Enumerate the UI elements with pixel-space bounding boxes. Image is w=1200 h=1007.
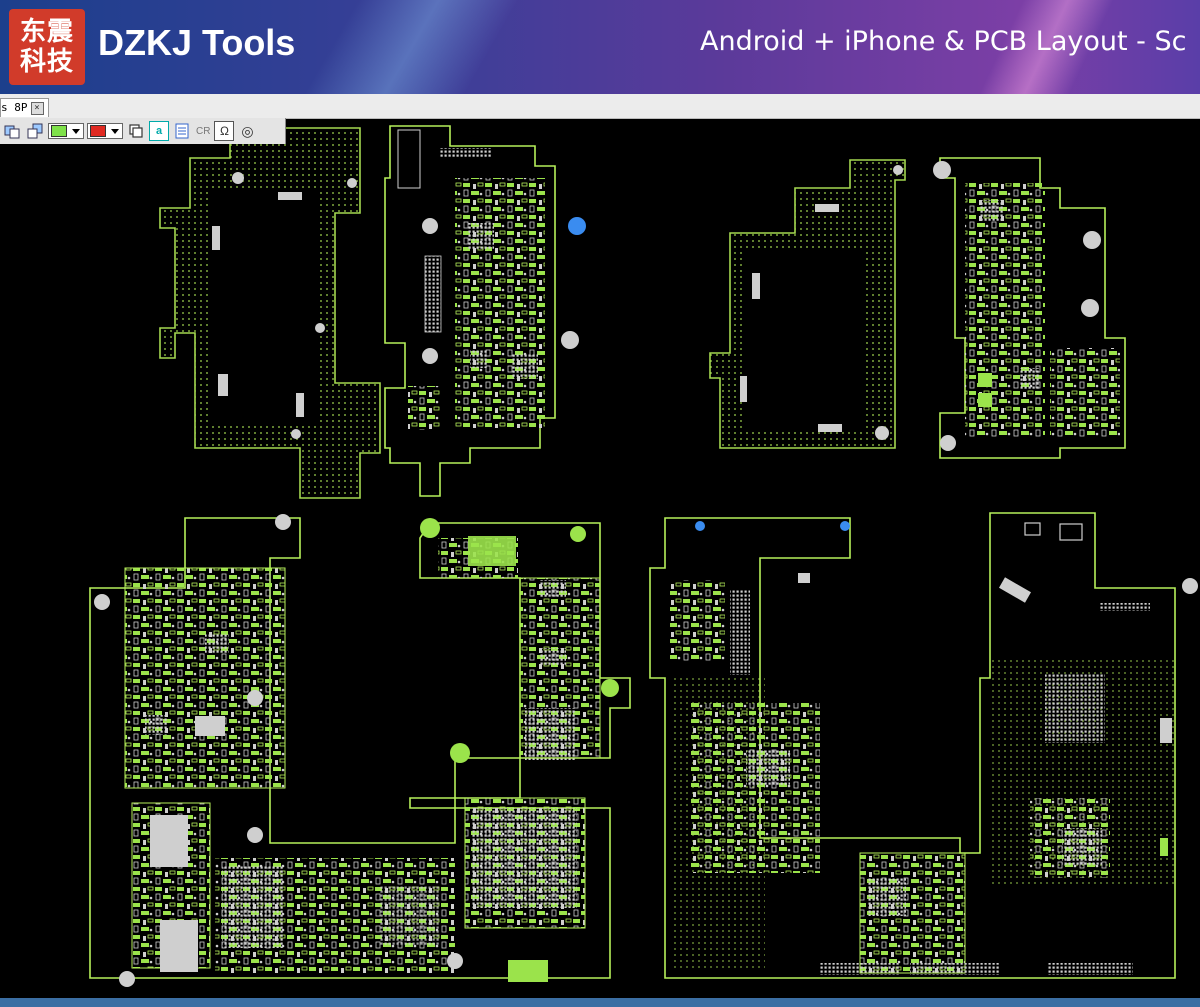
fill-color-picker[interactable] xyxy=(87,123,123,139)
layer-flip-icon[interactable] xyxy=(2,121,22,141)
status-bar xyxy=(0,998,1200,1007)
layer-swap-icon[interactable] xyxy=(25,121,45,141)
layer-toolbar: a CR Ω ◎ xyxy=(0,118,286,144)
app-banner: 东震 科技 DZKJ Tools Android + iPhone & PCB … xyxy=(0,0,1200,94)
ohm-icon[interactable]: Ω xyxy=(214,121,235,141)
outline-color-picker[interactable] xyxy=(48,123,84,139)
board-bottom-right xyxy=(649,512,1198,979)
banner-subtitle: Android + iPhone & PCB Layout - Sc xyxy=(700,26,1187,57)
tab-document[interactable]: s 8P × xyxy=(0,98,49,117)
board-bottom-left xyxy=(89,514,631,987)
chevron-down-icon xyxy=(72,128,80,134)
close-icon[interactable]: × xyxy=(30,101,44,115)
banner-decoration xyxy=(289,0,531,94)
rotate-icon[interactable]: ◎ xyxy=(241,122,254,139)
cr-label[interactable]: CR xyxy=(196,125,211,137)
board-top-left-frame xyxy=(159,127,381,499)
copy-icon[interactable] xyxy=(126,121,146,141)
tab-label: s 8P xyxy=(1,101,28,114)
pcb-canvas[interactable] xyxy=(0,118,1200,998)
board-top-left-main xyxy=(384,125,586,497)
board-top-right-main xyxy=(933,157,1126,459)
brand-logo: 东震 科技 xyxy=(9,9,85,85)
logo-text-line2: 科技 xyxy=(19,47,74,77)
tab-bar: s 8P × xyxy=(0,94,1200,119)
text-a-icon[interactable]: a xyxy=(149,121,169,141)
chevron-down-icon xyxy=(111,128,119,134)
list-icon[interactable] xyxy=(172,121,192,141)
brand-name: DZKJ Tools xyxy=(98,22,296,63)
board-top-right-frame xyxy=(709,159,906,449)
logo-text-line1: 东震 xyxy=(19,17,74,47)
fill-color-swatch xyxy=(90,125,106,137)
outline-color-swatch xyxy=(51,125,67,137)
